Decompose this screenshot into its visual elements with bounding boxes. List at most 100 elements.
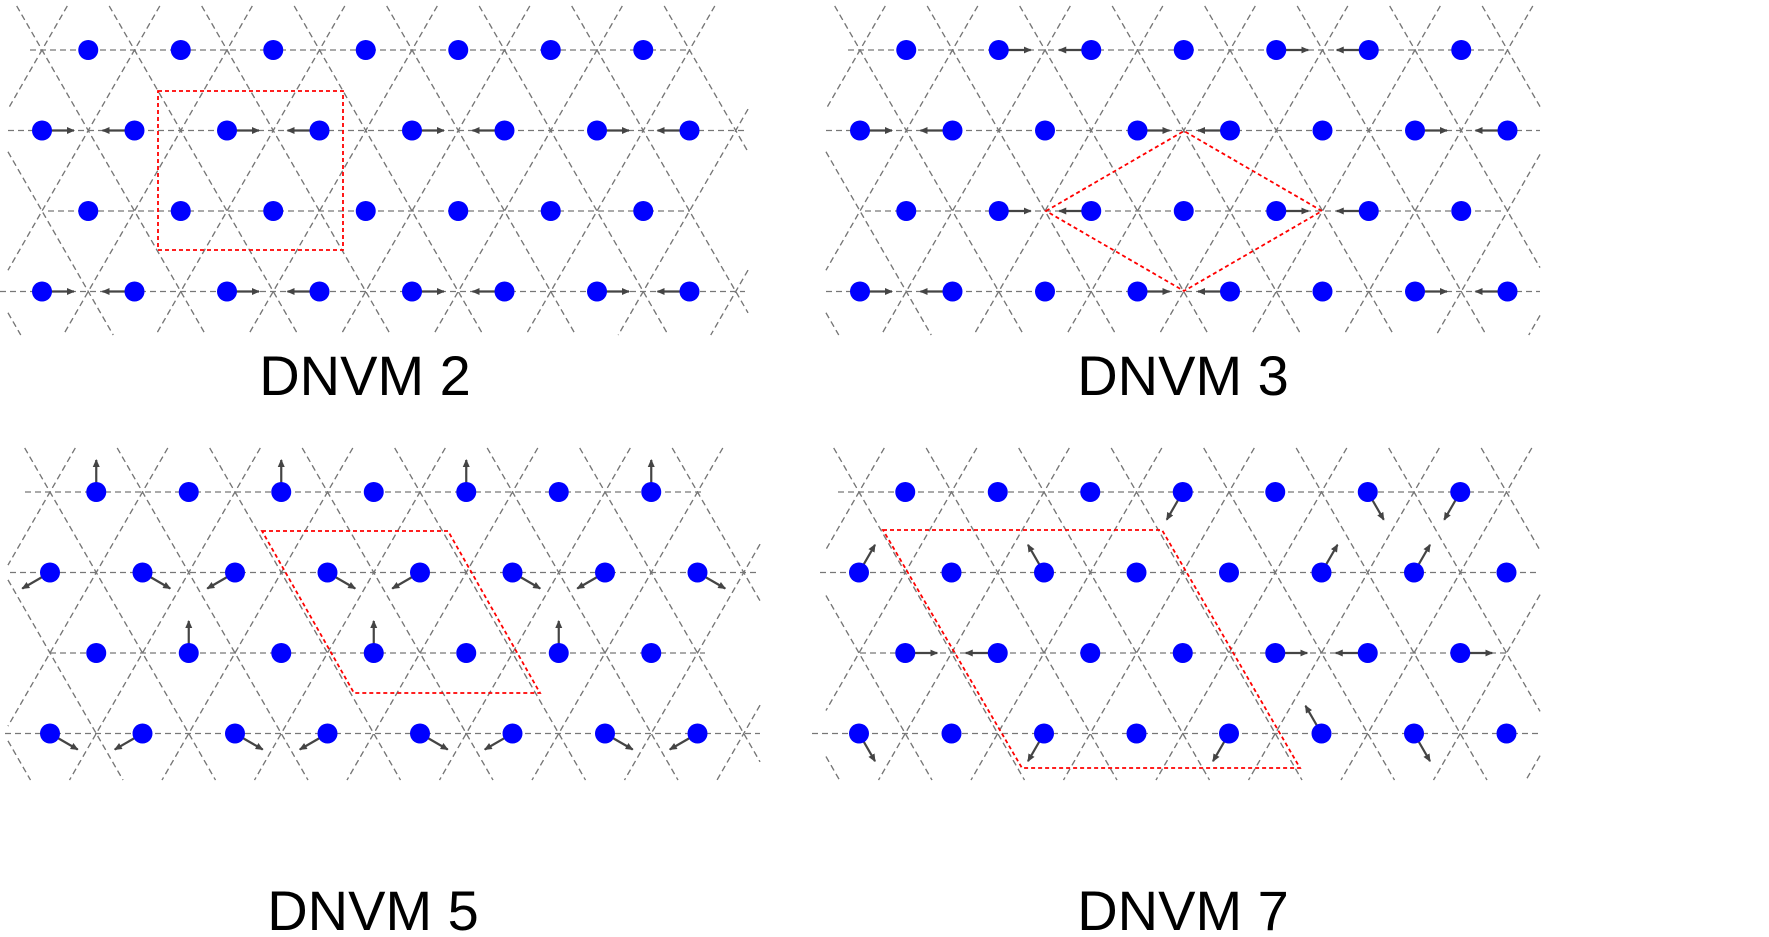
atom (1358, 201, 1379, 221)
lattice-line (825, 151, 932, 336)
lattice-lines (5, 447, 761, 781)
atom (1497, 120, 1518, 141)
atom (1266, 40, 1287, 60)
lattice-line (878, 447, 1070, 781)
lattice-line (1019, 5, 1210, 336)
lattice-line (716, 704, 761, 781)
lattice-line (7, 447, 76, 566)
atom (1219, 723, 1239, 744)
lattice-line (247, 5, 438, 336)
unit-cell-outline (157, 90, 344, 251)
lattice-line (1481, 5, 1541, 107)
atom (170, 201, 191, 221)
atom (641, 643, 662, 663)
atom (896, 40, 917, 60)
atom (1081, 201, 1102, 221)
unit-cell-outline (260, 530, 542, 694)
atom (1404, 723, 1424, 744)
atom (540, 40, 561, 60)
lattice-line (301, 447, 494, 781)
atom (988, 40, 1009, 60)
atom (448, 201, 469, 221)
atom (595, 723, 615, 744)
atom (317, 562, 338, 583)
lattice-line (1528, 315, 1541, 336)
lattice-line (1063, 447, 1255, 781)
atom (1312, 281, 1333, 302)
atom (849, 562, 869, 583)
lattice-line (486, 447, 679, 781)
atom (633, 40, 654, 60)
lattice-line (1065, 5, 1256, 336)
atom (896, 201, 917, 221)
atom (1220, 281, 1240, 302)
atom (1035, 120, 1055, 141)
atom (1266, 201, 1287, 221)
panel-label: DNVM 7 (1077, 879, 1289, 937)
atom (587, 120, 607, 141)
atom (355, 40, 376, 60)
atom (1173, 40, 1194, 60)
atom (1405, 120, 1425, 141)
atom (402, 120, 422, 141)
atom (170, 40, 191, 60)
lattice-line (1343, 5, 1534, 336)
lattice-line (386, 5, 577, 336)
lattice-line (1525, 755, 1541, 781)
atom (1219, 562, 1239, 583)
lattice-line (671, 447, 761, 602)
lattice-line (7, 151, 114, 336)
atom (1265, 643, 1286, 663)
atom (410, 723, 430, 744)
lattice-line (825, 312, 840, 336)
atom (1172, 482, 1193, 502)
lattice-line (1389, 5, 1541, 268)
atom (633, 201, 654, 221)
atom (32, 281, 52, 302)
lattice-line (62, 5, 253, 336)
atom (217, 120, 237, 141)
atom (1450, 643, 1471, 663)
unit-cell-outline (1044, 129, 1324, 293)
lattice-line (116, 447, 309, 781)
atom (402, 281, 422, 302)
lattice-line (973, 5, 1164, 336)
atom (40, 723, 60, 744)
atom (987, 643, 1008, 663)
atom (941, 723, 962, 744)
atom (1127, 281, 1148, 302)
atom (679, 120, 700, 141)
lattice-line (7, 312, 22, 336)
atom (895, 643, 916, 663)
lattice-line (825, 756, 840, 781)
atom (86, 643, 107, 663)
atom (1035, 281, 1055, 302)
lattice-lines (0, 5, 749, 336)
lattice-line (155, 5, 346, 336)
atom (1405, 281, 1425, 302)
lattice-line (346, 447, 539, 781)
lattice-line (1388, 447, 1541, 712)
atom (448, 40, 469, 60)
atom (987, 482, 1008, 502)
panel-dnvm7: DNVM 7 (812, 447, 1541, 937)
lattice-line (1155, 447, 1348, 781)
lattice-line (825, 447, 885, 550)
panel-dnvm3: DNVM 3 (825, 5, 1541, 407)
atom (1451, 40, 1472, 60)
atom (1172, 643, 1193, 663)
lattice-line (834, 5, 1025, 336)
lattice-line (7, 740, 31, 781)
atom (309, 120, 330, 141)
lattice-line (1250, 5, 1441, 336)
lattice-line (571, 5, 749, 314)
atom (942, 281, 963, 302)
lattice-line (1340, 447, 1533, 781)
atom (1126, 723, 1147, 744)
atom (1220, 120, 1240, 141)
lattice-line (1433, 594, 1541, 781)
lattice-line (1110, 447, 1303, 781)
lattice-line (1018, 447, 1210, 781)
atom (502, 723, 523, 744)
